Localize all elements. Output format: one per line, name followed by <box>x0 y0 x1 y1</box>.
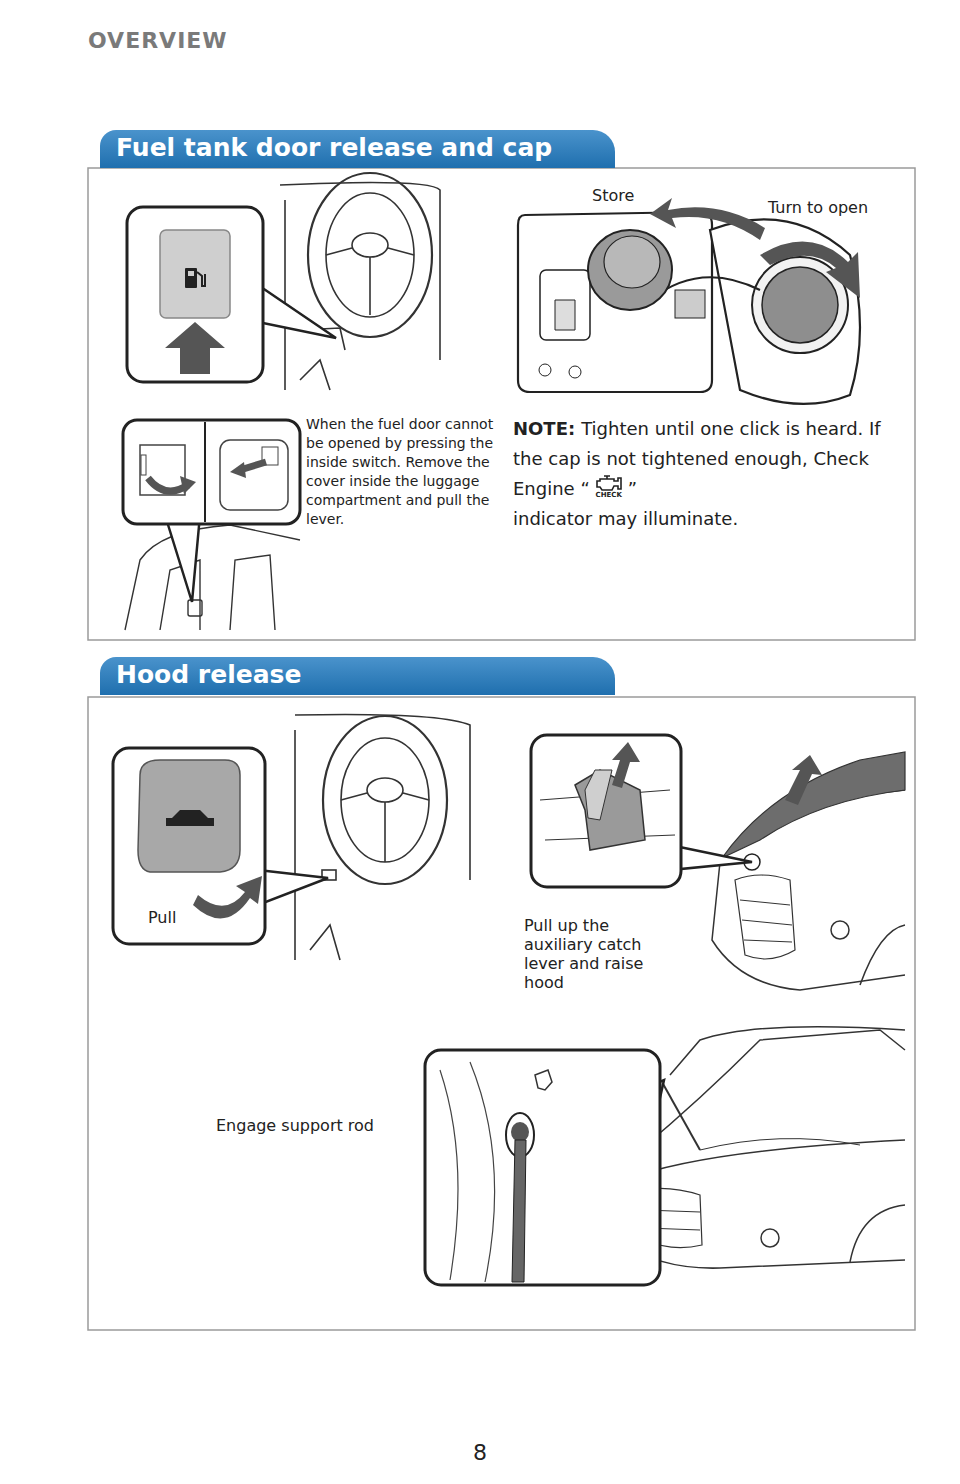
press-arrow <box>165 322 225 374</box>
note-text: When the fuel door cannot be opened by p… <box>306 415 506 529</box>
step-text: Engage support rod <box>216 1116 374 1135</box>
hood-lever <box>138 760 240 872</box>
part-label: Turn to open <box>768 198 868 217</box>
callout-frame <box>113 748 265 944</box>
callout-frame <box>425 1050 660 1285</box>
luggage-sketch <box>125 525 300 630</box>
callout-leader <box>258 870 328 905</box>
step-text: Pull up the auxiliary catch lever and ra… <box>524 916 674 992</box>
hood-icon <box>166 810 214 826</box>
part-label: Store <box>592 186 634 205</box>
banner-title: Hood release <box>116 660 301 689</box>
engine-symbol <box>592 475 626 493</box>
part-label: Pull <box>148 908 176 927</box>
callout-frame <box>123 420 300 524</box>
hood <box>722 752 905 858</box>
dashboard-sketch <box>280 173 440 390</box>
car-front-sketch <box>712 790 905 990</box>
note-heading: NOTE: <box>513 418 575 439</box>
section-banner: Hood release <box>100 657 615 695</box>
section-panel <box>88 168 915 640</box>
lever-panel <box>220 440 288 510</box>
section-panel <box>88 697 915 1330</box>
check-engine-icon: CHECK <box>592 475 626 501</box>
callout-leader <box>258 285 336 338</box>
fuel-switch <box>160 230 230 318</box>
pull-arrow <box>193 876 262 918</box>
banner-title: Fuel tank door release and cap <box>116 133 552 162</box>
section-banner: Fuel tank door release and cap <box>100 130 615 168</box>
callout-frame <box>127 207 263 382</box>
support-rod <box>440 1062 552 1282</box>
fuel-pump-icon <box>185 268 205 288</box>
icon-caption: CHECK <box>592 491 626 500</box>
page-heading: OVERVIEW <box>88 28 228 53</box>
note-text: ” <box>628 478 637 499</box>
raise-arrow <box>785 755 822 805</box>
catch-lever <box>540 742 675 850</box>
note-text: indicator may illuminate. <box>513 504 903 534</box>
page-number: 8 <box>470 1440 490 1465</box>
note-paragraph: NOTE:Tighten until one click is heard. I… <box>513 414 903 534</box>
callout-frame <box>531 735 681 887</box>
callout-leader <box>165 515 200 602</box>
fuel-cap-illustration <box>518 198 860 404</box>
dashboard-sketch <box>295 714 470 960</box>
